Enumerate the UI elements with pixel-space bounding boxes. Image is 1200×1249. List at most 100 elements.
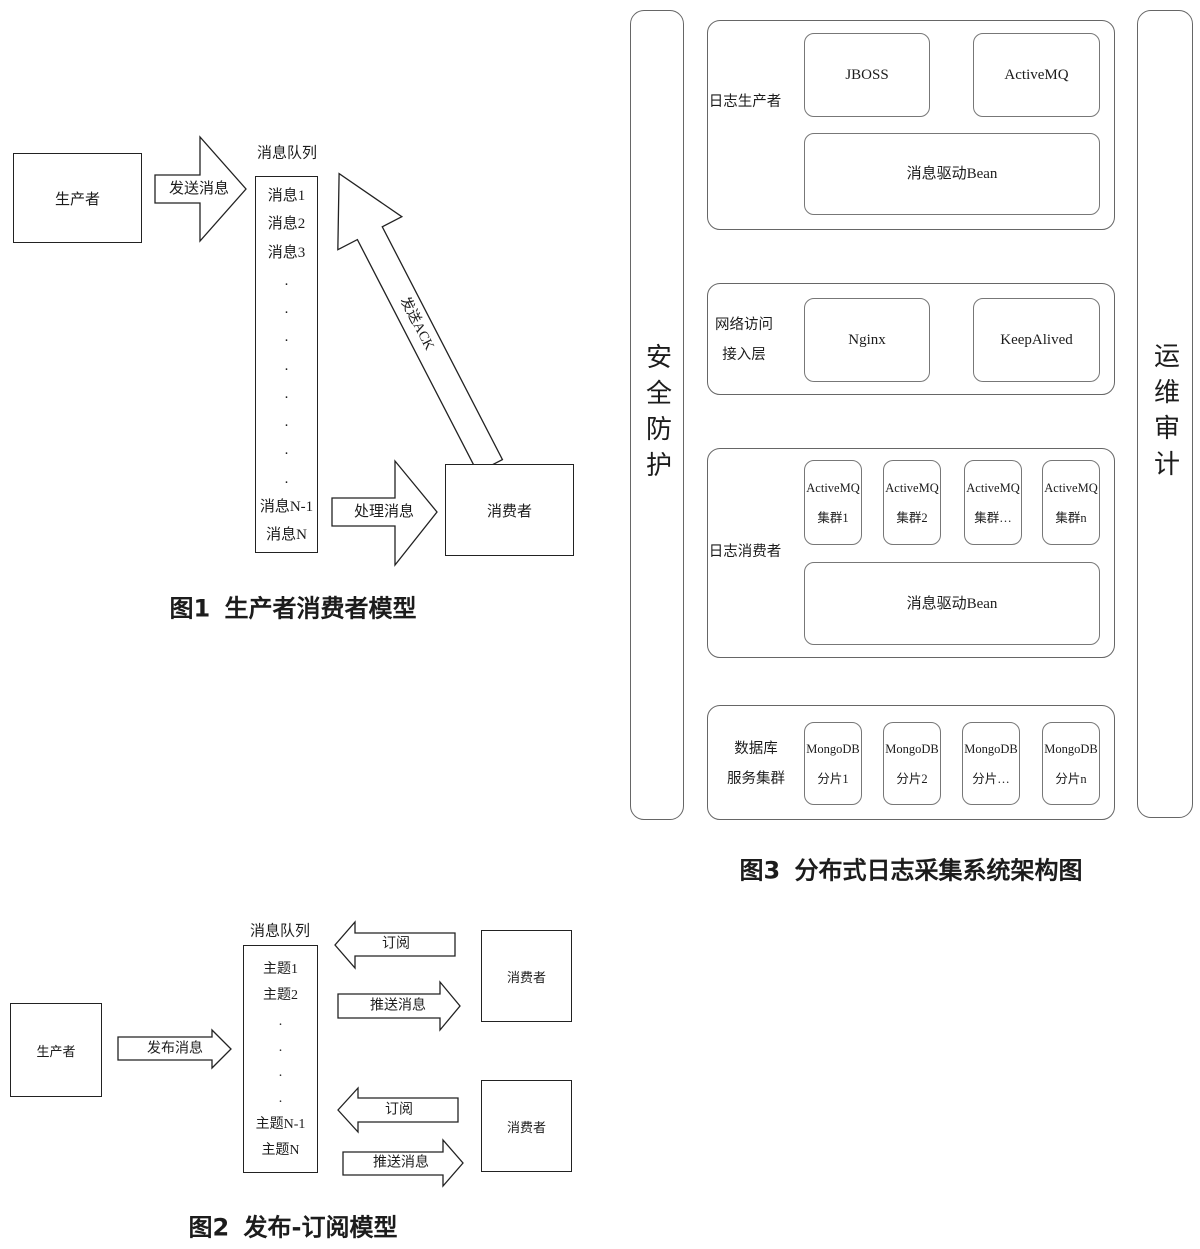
fig3-shard-name: MongoDB: [964, 741, 1018, 756]
fig3-cluster-id: 集群2: [896, 510, 928, 525]
fig3-mongodb-shard-ellipsis-box: MongoDB 分片…: [962, 722, 1020, 805]
fig2-subscribe-arrow-2-shape: [337, 1086, 459, 1134]
fig3-jboss-label: JBOSS: [845, 67, 889, 83]
fig3-ops-audit-label: 运维审计: [1149, 342, 1180, 486]
fig1-consumer-box: 消费者: [445, 464, 574, 556]
fig3-layer-4-label-line: 服务集群: [727, 771, 785, 787]
list-item: 消息1: [267, 188, 306, 204]
fig2-publish-arrow-shape: [117, 1028, 232, 1070]
fig3-nginx-box: Nginx: [804, 298, 930, 382]
fig1-send-message-arrow: 发送消息: [154, 135, 247, 243]
fig3-keepalived-box: KeepAlived: [973, 298, 1100, 382]
fig2-subscribe-arrow-1-shape: [334, 920, 456, 970]
fig3-activemq-cluster-n-box: ActiveMQ 集群n: [1042, 460, 1100, 545]
fig2-subscribe-arrow-2-label: 订阅: [385, 1102, 413, 1118]
fig2-consumer-box-2: 消费者: [481, 1080, 572, 1172]
fig3-activemq-box: ActiveMQ: [973, 33, 1100, 117]
fig3-mongodb-shard-1-box: MongoDB 分片1: [804, 722, 862, 805]
fig2-subscribe-arrow-1-label: 订阅: [382, 936, 410, 952]
list-item: 消息3: [267, 244, 306, 261]
fig3-activemq-label: ActiveMQ: [1004, 67, 1069, 83]
fig2-push-arrow-2-shape: [342, 1138, 464, 1188]
fig2-producer-box: 生产者: [10, 1003, 102, 1097]
fig2-push-arrow-1: 推送消息: [337, 980, 461, 1032]
fig2-queue-box: [243, 945, 318, 1173]
list-item: .: [284, 272, 289, 289]
fig3-layer-2-label-line: 网络访问: [715, 317, 773, 333]
fig1-producer-label: 生产者: [54, 191, 100, 208]
fig2-push-arrow-1-label: 推送消息: [370, 997, 426, 1014]
fig3-shard-id: 分片1: [817, 771, 849, 786]
fig2-publish-arrow-label: 发布消息: [147, 1040, 203, 1057]
fig2-consumer-2-label: 消费者: [506, 1119, 546, 1135]
list-item: .: [284, 357, 289, 374]
list-item: .: [284, 414, 289, 430]
fig1-send-arrow-shape: [154, 135, 247, 243]
list-item: .: [278, 1013, 283, 1029]
fig3-cluster-id: 集群…: [974, 510, 1012, 525]
fig2-consumer-1-label: 消费者: [506, 969, 546, 985]
fig3-layer-4-label-line: 数据库: [734, 741, 778, 757]
fig3-cluster-name: ActiveMQ: [885, 480, 939, 495]
fig3-producer-mdb-box: 消息驱动Bean: [804, 133, 1100, 215]
fig3-layer-4-label: 数据库 服务集群: [727, 734, 785, 794]
fig2-push-arrow-1-shape: [337, 980, 461, 1032]
fig3-layer-3-label: 日志消费者: [709, 537, 782, 567]
fig3-shard-name: MongoDB: [885, 741, 939, 756]
list-item: 主题N: [261, 1143, 300, 1159]
list-item: .: [278, 1039, 283, 1055]
list-item: .: [284, 470, 289, 487]
fig3-nginx-label: Nginx: [848, 332, 886, 348]
fig1-caption: 图1 生产者消费者模型: [169, 594, 417, 623]
list-item: 主题1: [263, 962, 298, 977]
fig3-mongodb-shard-n-box: MongoDB 分片n: [1042, 722, 1100, 805]
list-item: .: [278, 1091, 283, 1107]
fig3-layer-2-label-line: 接入层: [722, 347, 766, 363]
fig3-ops-audit-bar: 运维审计: [1137, 10, 1193, 818]
fig3-cluster-name: ActiveMQ: [806, 480, 860, 495]
fig3-layer-1-label-line: 日志生产者: [708, 94, 782, 110]
fig2-subscribe-arrow-1: 订阅: [334, 920, 456, 970]
fig2-consumer-box-1: 消费者: [481, 930, 572, 1022]
fig3-layer-2-label: 网络访问 接入层: [715, 310, 773, 370]
list-item: .: [278, 1065, 283, 1081]
fig1-process-arrow-label: 处理消息: [354, 503, 414, 520]
fig3-cluster-name: ActiveMQ: [966, 480, 1020, 495]
fig2-publish-message-arrow: 发布消息: [117, 1028, 232, 1070]
list-item: .: [284, 301, 289, 317]
fig1-consumer-label: 消费者: [486, 503, 532, 520]
list-item: 消息N-1: [259, 498, 314, 515]
fig3-cluster-id: 集群n: [1055, 510, 1087, 525]
fig2-push-arrow-2: 推送消息: [342, 1138, 464, 1188]
fig1-ack-arrow-shape: [337, 172, 504, 474]
fig3-shard-id: 分片2: [896, 771, 928, 786]
list-item: .: [284, 329, 289, 346]
list-item: .: [284, 442, 289, 459]
list-item: 消息N: [266, 527, 307, 543]
fig1-process-message-arrow: 处理消息: [331, 459, 438, 567]
fig3-shard-id: 分片n: [1055, 771, 1087, 786]
fig3-consumer-mdb-label: 消息驱动Bean: [906, 595, 998, 612]
fig1-queue-title: 消息队列: [256, 145, 318, 162]
fig2-queue-title: 消息队列: [249, 923, 311, 940]
fig1-send-arrow-label: 发送消息: [169, 180, 229, 197]
list-item: 主题N-1: [255, 1117, 306, 1133]
fig2-subscribe-arrow-2: 订阅: [337, 1086, 459, 1134]
fig3-activemq-cluster-ellipsis-box: ActiveMQ 集群…: [964, 460, 1022, 545]
fig3-layer-1-label: 日志生产者: [709, 87, 782, 117]
fig1-queue-box: [255, 176, 318, 553]
fig3-jboss-box: JBOSS: [804, 33, 930, 117]
fig3-security-bar: 安全防护: [630, 10, 684, 820]
fig3-caption: 图3 分布式日志采集系统架构图: [739, 856, 1083, 885]
fig2-producer-label: 生产者: [36, 1043, 76, 1059]
fig1-producer-box: 生产者: [13, 153, 142, 243]
fig1-queue-list: 消息1 消息2 消息3 . . . . . . . . 消息N-1 消息N: [255, 182, 318, 549]
fig3-shard-id: 分片…: [972, 771, 1010, 786]
fig2-queue-list: 主题1 主题2 . . . . 主题N-1 主题N: [243, 957, 318, 1164]
list-item: 主题2: [263, 987, 298, 1003]
fig2-caption: 图2 发布-订阅模型: [188, 1213, 398, 1242]
fig2-push-arrow-2-label: 推送消息: [373, 1154, 429, 1171]
list-item: .: [284, 385, 289, 402]
